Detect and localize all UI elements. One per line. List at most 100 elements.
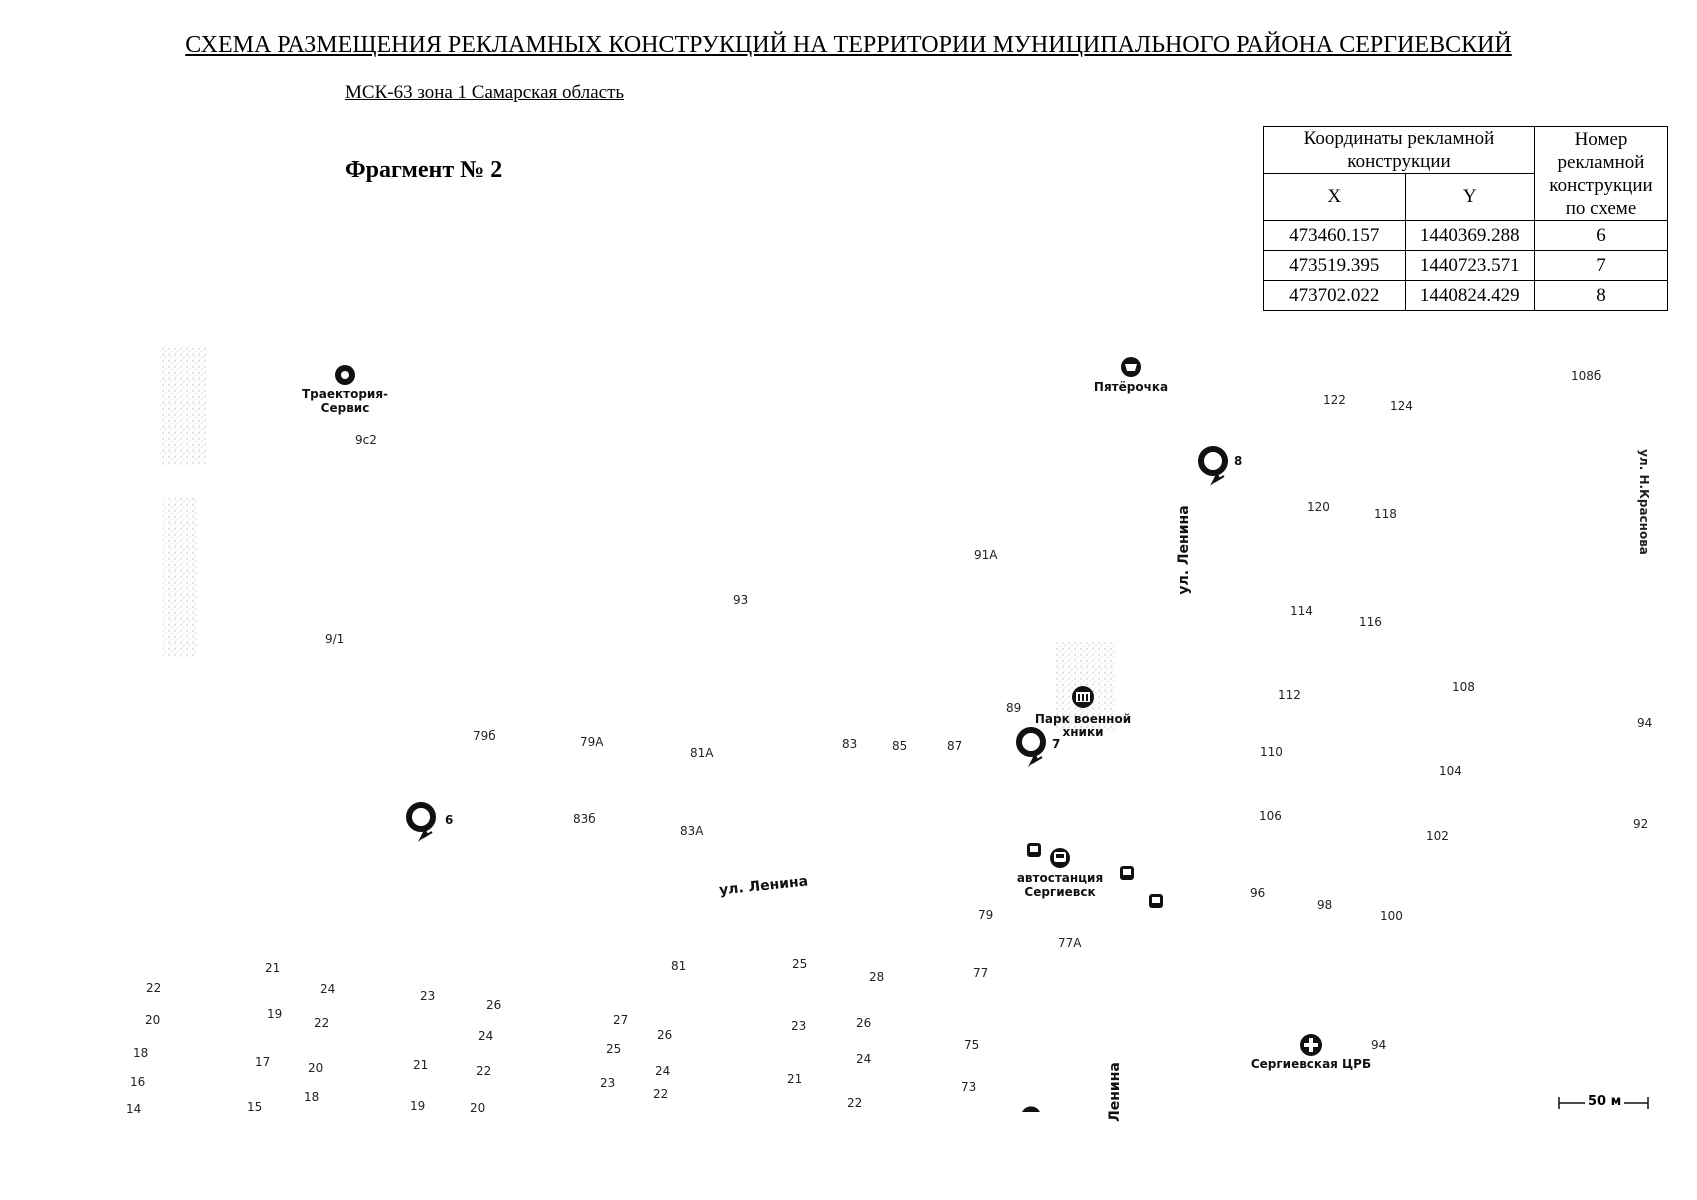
row-2-number: 7 <box>1534 250 1668 281</box>
y-header: Y <box>1404 173 1536 221</box>
house-number: 20 <box>470 1101 485 1115</box>
house-number: 19 <box>267 1007 282 1021</box>
ad-marker-8[interactable]: 8 <box>1198 446 1242 486</box>
bus-stop-icon <box>1120 866 1134 880</box>
house-number: 14 <box>126 1102 141 1116</box>
poi-label: Парк военной <box>1035 712 1131 726</box>
house-numbers: 9с2 9/1 93 91А 122 124 108б 120 118 114 … <box>126 369 1652 1116</box>
house-number: 21 <box>413 1058 428 1072</box>
house-number: 22 <box>653 1087 668 1101</box>
poi-label: Сергиевск <box>1024 885 1095 899</box>
house-number: 24 <box>856 1052 871 1066</box>
speckle-area <box>163 497 197 657</box>
house-number: 104 <box>1439 764 1462 778</box>
bus-stop-icon <box>1149 894 1163 908</box>
row-3-x: 473702.022 <box>1263 280 1406 311</box>
house-number: 89 <box>1006 701 1021 715</box>
house-number: 75 <box>964 1038 979 1052</box>
house-number: 118 <box>1374 507 1397 521</box>
house-number: 23 <box>600 1076 615 1090</box>
house-number: 24 <box>320 982 335 996</box>
ad-marker-7[interactable]: 7 <box>1016 727 1060 767</box>
fragment-label: Фрагмент № 2 <box>345 157 503 183</box>
scale-label: 50 м <box>1588 1094 1622 1109</box>
house-number: 24 <box>478 1029 493 1043</box>
row-1-y: 1440369.288 <box>1404 220 1536 251</box>
house-number: 25 <box>606 1042 621 1056</box>
house-number: 23 <box>420 989 435 1003</box>
row-3-number: 8 <box>1534 280 1668 311</box>
house-number: 26 <box>657 1028 672 1042</box>
house-number: 108 <box>1452 680 1475 694</box>
pyaterochka-poi: Пятёрочка <box>1094 357 1168 394</box>
house-number: 21 <box>265 961 280 975</box>
house-number: 108б <box>1571 369 1601 383</box>
row-3-y: 1440824.429 <box>1404 280 1536 311</box>
house-number: 122 <box>1323 393 1346 407</box>
street-label-lenina: ул. Ленина <box>718 873 808 898</box>
house-number: 92 <box>1633 817 1648 831</box>
house-number: 16 <box>130 1075 145 1089</box>
house-number: 83б <box>573 812 596 826</box>
house-number: 23 <box>791 1019 806 1033</box>
house-number: 91А <box>974 548 998 562</box>
coordinates-table: Координаты рекламной конструкции Номер р… <box>1263 126 1668 311</box>
house-number: 79б <box>473 729 496 743</box>
house-number: 96 <box>1250 886 1265 900</box>
row-2-x: 473519.395 <box>1263 250 1406 281</box>
house-number: 22 <box>146 981 161 995</box>
coord-header: Координаты рекламной конструкции <box>1263 126 1535 174</box>
house-number: 22 <box>476 1064 491 1078</box>
house-number: 124 <box>1390 399 1413 413</box>
crs-label: МСК-63 зона 1 Самарская область <box>345 82 625 103</box>
speckle-area <box>160 345 206 465</box>
house-number: 24 <box>655 1064 670 1078</box>
house-number: 26 <box>486 998 501 1012</box>
park-poi: Парк военной хники <box>1035 686 1131 739</box>
poi-label: Сервис <box>321 401 370 415</box>
house-number: 20 <box>145 1013 160 1027</box>
house-number: 114 <box>1290 604 1313 618</box>
house-number: 94 <box>1371 1038 1386 1052</box>
house-number: 25 <box>792 957 807 971</box>
number-header: Номер рекламной конструкции по схеме <box>1534 126 1668 221</box>
house-number: 106 <box>1259 809 1282 823</box>
house-number: 18 <box>133 1046 148 1060</box>
hospital-poi: Сергиевская ЦРБ <box>1251 1034 1371 1071</box>
house-number: 102 <box>1426 829 1449 843</box>
house-number: 18 <box>304 1090 319 1104</box>
poi-label: Траектория- <box>302 387 388 401</box>
house-number: 79А <box>580 735 604 749</box>
x-header: X <box>1263 173 1406 221</box>
house-number: 81 <box>671 959 686 973</box>
house-number: 94 <box>1637 716 1652 730</box>
house-number: 27 <box>613 1013 628 1027</box>
house-number: 98 <box>1317 898 1332 912</box>
street-label-lenina-vertical: ул. Ленина <box>1176 505 1192 594</box>
house-number: 15 <box>247 1100 262 1114</box>
house-number: 87 <box>947 739 962 753</box>
house-number: 19 <box>410 1099 425 1113</box>
house-number: 77 <box>973 966 988 980</box>
partial-marker <box>1022 1106 1040 1112</box>
row-2-y: 1440723.571 <box>1404 250 1536 281</box>
row-1-number: 6 <box>1534 220 1668 251</box>
street-label-lenina-bottom: Ленина <box>1107 1062 1123 1122</box>
house-number: 83 <box>842 737 857 751</box>
house-number: 22 <box>847 1096 862 1110</box>
house-number: 73 <box>961 1080 976 1094</box>
house-number: 85 <box>892 739 907 753</box>
house-number: 28 <box>869 970 884 984</box>
house-number: 26 <box>856 1016 871 1030</box>
house-number: 21 <box>787 1072 802 1086</box>
poi-label: хники <box>1063 725 1104 739</box>
house-number: 81А <box>690 746 714 760</box>
marker-number: 8 <box>1234 454 1242 468</box>
poi-label: Пятёрочка <box>1094 380 1168 394</box>
house-number: 22 <box>314 1016 329 1030</box>
marker-number: 6 <box>445 813 453 827</box>
house-number: 17 <box>255 1055 270 1069</box>
ad-marker-6[interactable]: 6 <box>406 802 453 842</box>
bus-station-poi: автостанция Сергиевск <box>1017 848 1103 899</box>
